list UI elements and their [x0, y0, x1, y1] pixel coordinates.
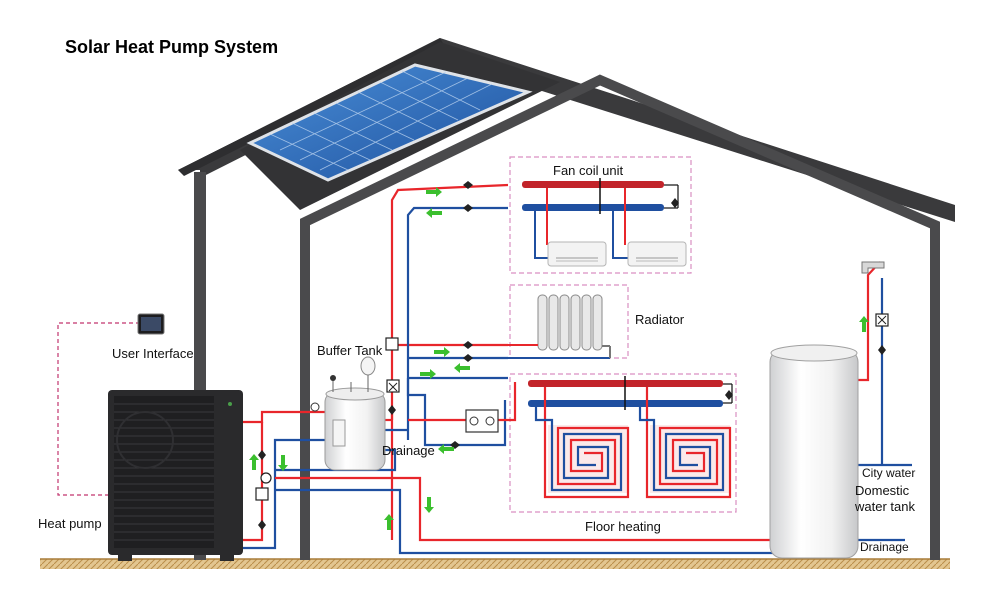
- label-user-interface: User Interface: [112, 346, 194, 361]
- control-wire: [57, 322, 140, 496]
- fan-coil-units: [547, 241, 687, 267]
- floor-loops: [534, 387, 732, 499]
- faucet-icon: [861, 261, 885, 274]
- label-buffer-tank: Buffer Tank: [317, 343, 383, 358]
- buffer-tank: [324, 387, 386, 471]
- valves: [258, 181, 886, 530]
- label-city-water: City water: [862, 466, 916, 480]
- label-heat-pump: Heat pump: [38, 516, 102, 531]
- radiator: [537, 294, 603, 351]
- mixing-valve: [465, 409, 499, 433]
- fan-coil-box: [509, 156, 692, 274]
- label-drainage-dhw: Drainage: [860, 540, 909, 554]
- label-domestic-water-tank: Domestic water tank: [855, 483, 915, 514]
- label-drainage-buffer: Drainage: [382, 443, 435, 458]
- ground: [40, 559, 950, 569]
- label-floor-heating: Floor heating: [585, 519, 661, 534]
- floor-heating-manifold: [528, 376, 733, 410]
- label-fan-coil-unit: Fan coil unit: [553, 163, 624, 178]
- domestic-water-tank: [769, 344, 859, 559]
- inner-gable: [300, 74, 940, 560]
- expansion-vessel: [360, 356, 376, 376]
- floor-heating-box: [509, 373, 737, 513]
- flow-arrows: [249, 187, 869, 530]
- label-radiator: Radiator: [635, 312, 685, 327]
- user-interface-device: [137, 313, 165, 335]
- solar-panel: [246, 63, 533, 182]
- diagram-title: Solar Heat Pump System: [65, 37, 279, 57]
- fan-coil-manifold: [522, 178, 679, 259]
- heat-pump-unit: [108, 390, 243, 561]
